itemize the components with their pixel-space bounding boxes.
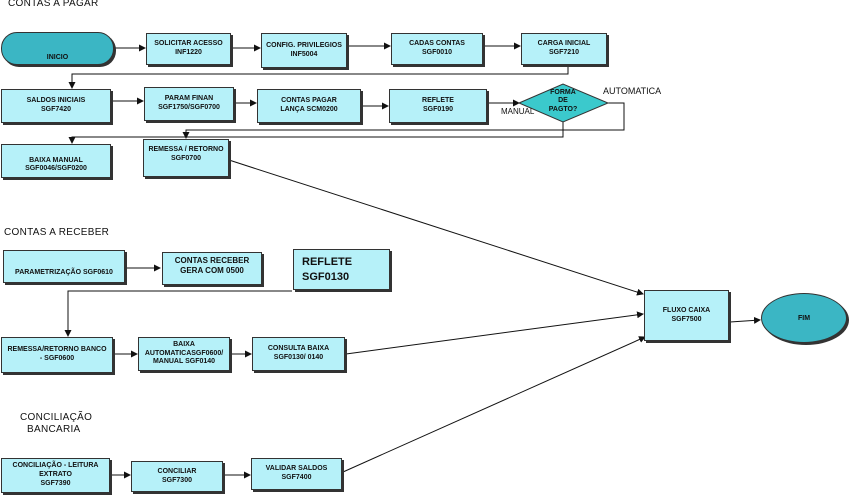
node-label: FORMA [550, 89, 576, 96]
arrow-consulta-fluxo [345, 311, 644, 355]
node-code: SGF0130/ 0140 [273, 354, 324, 361]
node-reflete-receber: REFLETE SGF0130 [293, 249, 390, 290]
node-parametrizacao: PARAMETRIZAÇÃO SGF0610 [3, 250, 125, 283]
node-baixa-automatica: BAIXA AUTOMATICASGF0600/ MANUAL SGF0140 [138, 337, 230, 371]
node-label: CONFIG. PRIVILEGIOS [266, 41, 342, 49]
node-label: VALIDAR SALDOS [265, 465, 328, 473]
node-code: INF5004 [290, 50, 318, 58]
node-validar-saldos: VALIDAR SALDOS SGF7400 [251, 458, 342, 490]
label-automatica: AUTOMATICA [603, 86, 662, 96]
node-remessa-retorno: REMESSA / RETORNO SGF0700 [143, 139, 229, 177]
node-label: CONCILIAÇÃO - LEITURA [12, 462, 99, 470]
node-fluxo-caixa: FLUXO CAIXA SGF7500 [644, 290, 729, 341]
node-config-privilegios: CONFIG. PRIVILEGIOS INF5004 [261, 33, 347, 68]
node-label: REMESSA / RETORNO [148, 146, 224, 153]
heading-bancaria: BANCARIA [27, 424, 81, 435]
node-label: SOLICITAR ACESSO [154, 40, 223, 48]
heading-conciliacao: CONCILIAÇÃO [20, 412, 93, 423]
node-code: SGF7210 [549, 49, 579, 56]
node-label: REMESSA/RETORNO BANCO [7, 346, 107, 354]
node-code: SGF7420 [41, 106, 71, 113]
heading-contas-receber: CONTAS A RECEBER [4, 227, 110, 238]
node-label: SALDOS INICIAIS [26, 97, 86, 105]
heading-contas-pagar: CONTAS A PAGAR [8, 0, 99, 9]
node-label: REFLETE [302, 256, 353, 269]
node-saldos-iniciais: SALDOS INICIAIS SGF7420 [1, 89, 111, 123]
forma-pagto-diamond [517, 83, 610, 123]
node-param-finan: PARAM FINAN SGF1750/SGF0700 [144, 87, 234, 121]
node-remessa-banco: REMESSA/RETORNO BANCO - SGF0600 [1, 337, 113, 373]
node-label: AUTOMATICASGF0600/ [144, 349, 224, 357]
node-code: SGF0046/SGF0200 [25, 165, 87, 173]
node-label: EXTRATO [39, 471, 72, 479]
arrow-carga-saldos [68, 66, 569, 89]
node-code: SGF0010 [422, 49, 452, 56]
node-consulta-baixa: CONSULTA BAIXA SGF0130/ 0140 [252, 337, 345, 371]
node-label: INICIO [46, 54, 69, 61]
arrow-forma-remessa [182, 102, 625, 139]
node-cadas-contas: CADAS CONTAS SGF0010 [391, 33, 483, 65]
node-fim: FIM [761, 293, 847, 343]
node-code: - SGF0600 [39, 355, 75, 362]
label-manual: MANUAL [501, 107, 535, 116]
node-code: MANUAL SGF0140 [152, 358, 216, 366]
arrow-fluxo-fim [729, 316, 761, 324]
node-code: SGF0700 [171, 154, 201, 162]
node-code: INF1220 [175, 49, 202, 56]
node-label: CARGA INICIAL [537, 40, 591, 48]
node-baixa-manual: BAIXA MANUAL SGF0046/SGF0200 [1, 144, 111, 178]
node-label: CONCILIAR [157, 467, 197, 475]
arrow-forma-baixa [68, 121, 564, 144]
node-label: CADAS CONTAS [409, 40, 465, 48]
node-contas-receber: CONTAS RECEBER GERA COM 0500 [162, 252, 262, 285]
arrow-reflete-remessa [64, 290, 292, 337]
node-conciliar: CONCILIAR SGF7300 [131, 461, 223, 492]
node-label: BAIXA MANUAL [29, 156, 83, 164]
node-label: DE [558, 97, 568, 105]
node-code: SGF7390 [40, 479, 71, 487]
node-label: REFLETE [422, 97, 454, 105]
node-code: SGF7500 [671, 315, 702, 323]
node-label: CONTAS RECEBER [174, 256, 250, 265]
arrow-remessa-fluxo [228, 159, 644, 296]
node-label: PAGTO? [548, 105, 578, 113]
node-label: PARAM FINAN [164, 95, 214, 103]
node-inicio: INICIO [1, 32, 114, 65]
node-code: SGF0190 [423, 106, 453, 113]
node-label: CONSULTA BAIXA [267, 345, 330, 353]
node-label: BAIXA [173, 340, 195, 348]
node-conciliacao-leitura: CONCILIAÇÃO - LEITURA EXTRATO SGF7390 [1, 458, 110, 493]
node-code: LANÇA SCM0200 [280, 106, 338, 113]
node-reflete-pagar: REFLETE SGF0190 [389, 89, 487, 123]
node-label: PARAMETRIZAÇÃO SGF0610 [15, 269, 113, 277]
node-solicitar-acesso: SOLICITAR ACESSO INF1220 [146, 33, 231, 65]
node-code: SGF1750/SGF0700 [158, 104, 220, 111]
node-carga-inicial: CARGA INICIAL SGF7210 [521, 33, 607, 65]
node-code: SGF7300 [162, 476, 192, 484]
arrow-validar-fluxo [342, 336, 646, 473]
node-label: FIM [797, 314, 811, 322]
node-code: SGF0130 [302, 270, 350, 283]
node-forma-pagto: FORMA DE PAGTO? [535, 89, 591, 114]
node-label: FLUXO CAIXA [662, 306, 711, 314]
node-code: GERA COM 0500 [180, 266, 244, 275]
node-contas-pagar: CONTAS PAGAR LANÇA SCM0200 [257, 89, 361, 123]
node-label: CONTAS PAGAR [281, 97, 337, 105]
node-code: SGF7400 [281, 474, 312, 481]
